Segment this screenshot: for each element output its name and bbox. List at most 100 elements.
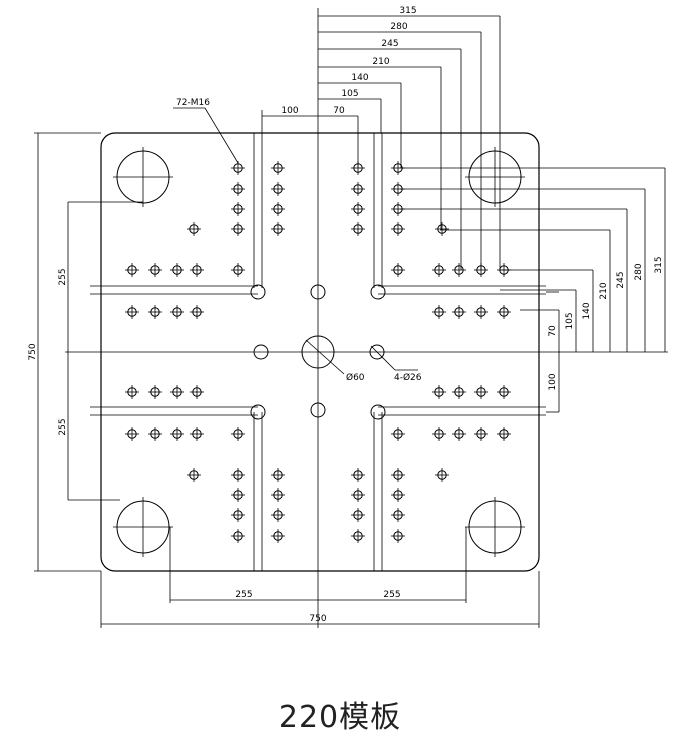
drawing-caption: 220模板 (278, 700, 402, 735)
tapped-hole (391, 222, 405, 236)
dim-left-750: 750 (28, 343, 38, 360)
bottom-dimension-lines (100, 527, 540, 628)
tapped-hole (148, 427, 162, 441)
tapped-hole (391, 427, 405, 441)
dim-top-210: 210 (372, 57, 389, 67)
tapped-hole (474, 305, 488, 319)
tapped-hole (190, 263, 204, 277)
tapped-hole (125, 305, 139, 319)
dim-right-100: 100 (548, 373, 558, 390)
dim-top-70: 70 (333, 106, 345, 116)
tapped-hole (391, 263, 405, 277)
tie-bar-holes (113, 147, 525, 557)
label-center-bore: Ø60 (346, 372, 365, 383)
tapped-hole (231, 508, 245, 522)
tapped-hole (125, 427, 139, 441)
center-bore (301, 335, 335, 369)
tapped-hole (391, 508, 405, 522)
tapped-hole (497, 305, 511, 319)
tapped-hole (231, 529, 245, 543)
tapped-hole (231, 222, 245, 236)
dim-bottom-750: 750 (309, 614, 326, 624)
dim-right-210: 210 (599, 282, 609, 299)
tapped-hole (231, 182, 245, 196)
tapped-hole (231, 427, 245, 441)
tapped-hole (190, 427, 204, 441)
tapped-hole (170, 427, 184, 441)
dim-right-280: 280 (634, 263, 644, 280)
tapped-hole (432, 263, 446, 277)
tapped-hole (271, 488, 285, 502)
tapped-hole (231, 263, 245, 277)
dim-left-255-top: 255 (58, 268, 68, 285)
tapped-hole (474, 385, 488, 399)
tapped-hole (351, 182, 365, 196)
dim-right-245: 245 (616, 271, 626, 288)
top-dimension-lines (261, 15, 501, 270)
tapped-hole (452, 263, 466, 277)
tapped-hole (391, 529, 405, 543)
tapped-hole (432, 385, 446, 399)
dim-left-255-bottom: 255 (58, 418, 68, 435)
tapped-hole (170, 305, 184, 319)
tapped-hole (125, 263, 139, 277)
tapped-hole (190, 385, 204, 399)
t-slots (90, 133, 546, 571)
label-through-holes: 4-Ø26 (394, 372, 422, 383)
tapped-hole (271, 529, 285, 543)
dim-bottom-255-right: 255 (383, 590, 400, 600)
tapped-hole (452, 427, 466, 441)
tapped-hole (170, 263, 184, 277)
tapped-hole (231, 202, 245, 216)
tapped-hole (351, 222, 365, 236)
tapped-hole (497, 427, 511, 441)
tapped-hole (148, 263, 162, 277)
tapped-hole (125, 385, 139, 399)
tapped-hole (351, 529, 365, 543)
tapped-hole (271, 508, 285, 522)
tapped-hole (148, 305, 162, 319)
dim-top-245: 245 (381, 39, 398, 49)
drawing-caption-box: 220模板 (0, 692, 680, 736)
dim-top-105: 105 (341, 89, 358, 99)
tapped-hole (148, 385, 162, 399)
dim-bottom-255-left: 255 (235, 590, 252, 600)
right-dimension-lines (400, 167, 668, 413)
dim-right-70: 70 (548, 325, 558, 337)
tapped-hole (351, 468, 365, 482)
label-tapped-holes: 72-M16 (176, 98, 210, 108)
tapped-hole (231, 468, 245, 482)
dim-right-140: 140 (582, 302, 592, 319)
tapped-hole (271, 202, 285, 216)
through-holes (250, 284, 396, 420)
tapped-hole (351, 488, 365, 502)
tapped-hole (435, 468, 449, 482)
tapped-hole (187, 468, 201, 482)
dim-top-140: 140 (351, 73, 368, 83)
tapped-hole (497, 385, 511, 399)
dim-top-280: 280 (390, 22, 407, 32)
tapped-hole (231, 161, 245, 175)
tapped-hole (474, 427, 488, 441)
tapped-hole (271, 161, 285, 175)
tapped-hole (351, 508, 365, 522)
left-dimension-lines (34, 132, 143, 572)
tapped-hole (271, 222, 285, 236)
dim-right-315: 315 (654, 256, 664, 273)
tapped-hole (351, 202, 365, 216)
tapped-hole (435, 222, 449, 236)
tapped-hole (432, 427, 446, 441)
tapped-hole (391, 468, 405, 482)
tapped-hole (452, 305, 466, 319)
dim-top-100: 100 (281, 106, 298, 116)
tapped-hole (271, 182, 285, 196)
tapped-hole (271, 468, 285, 482)
tapped-hole (452, 385, 466, 399)
tapped-hole (391, 488, 405, 502)
tapped-hole (231, 488, 245, 502)
tapped-hole (187, 222, 201, 236)
tapped-hole (190, 305, 204, 319)
dim-top-315: 315 (399, 6, 416, 16)
tapped-hole (170, 385, 184, 399)
